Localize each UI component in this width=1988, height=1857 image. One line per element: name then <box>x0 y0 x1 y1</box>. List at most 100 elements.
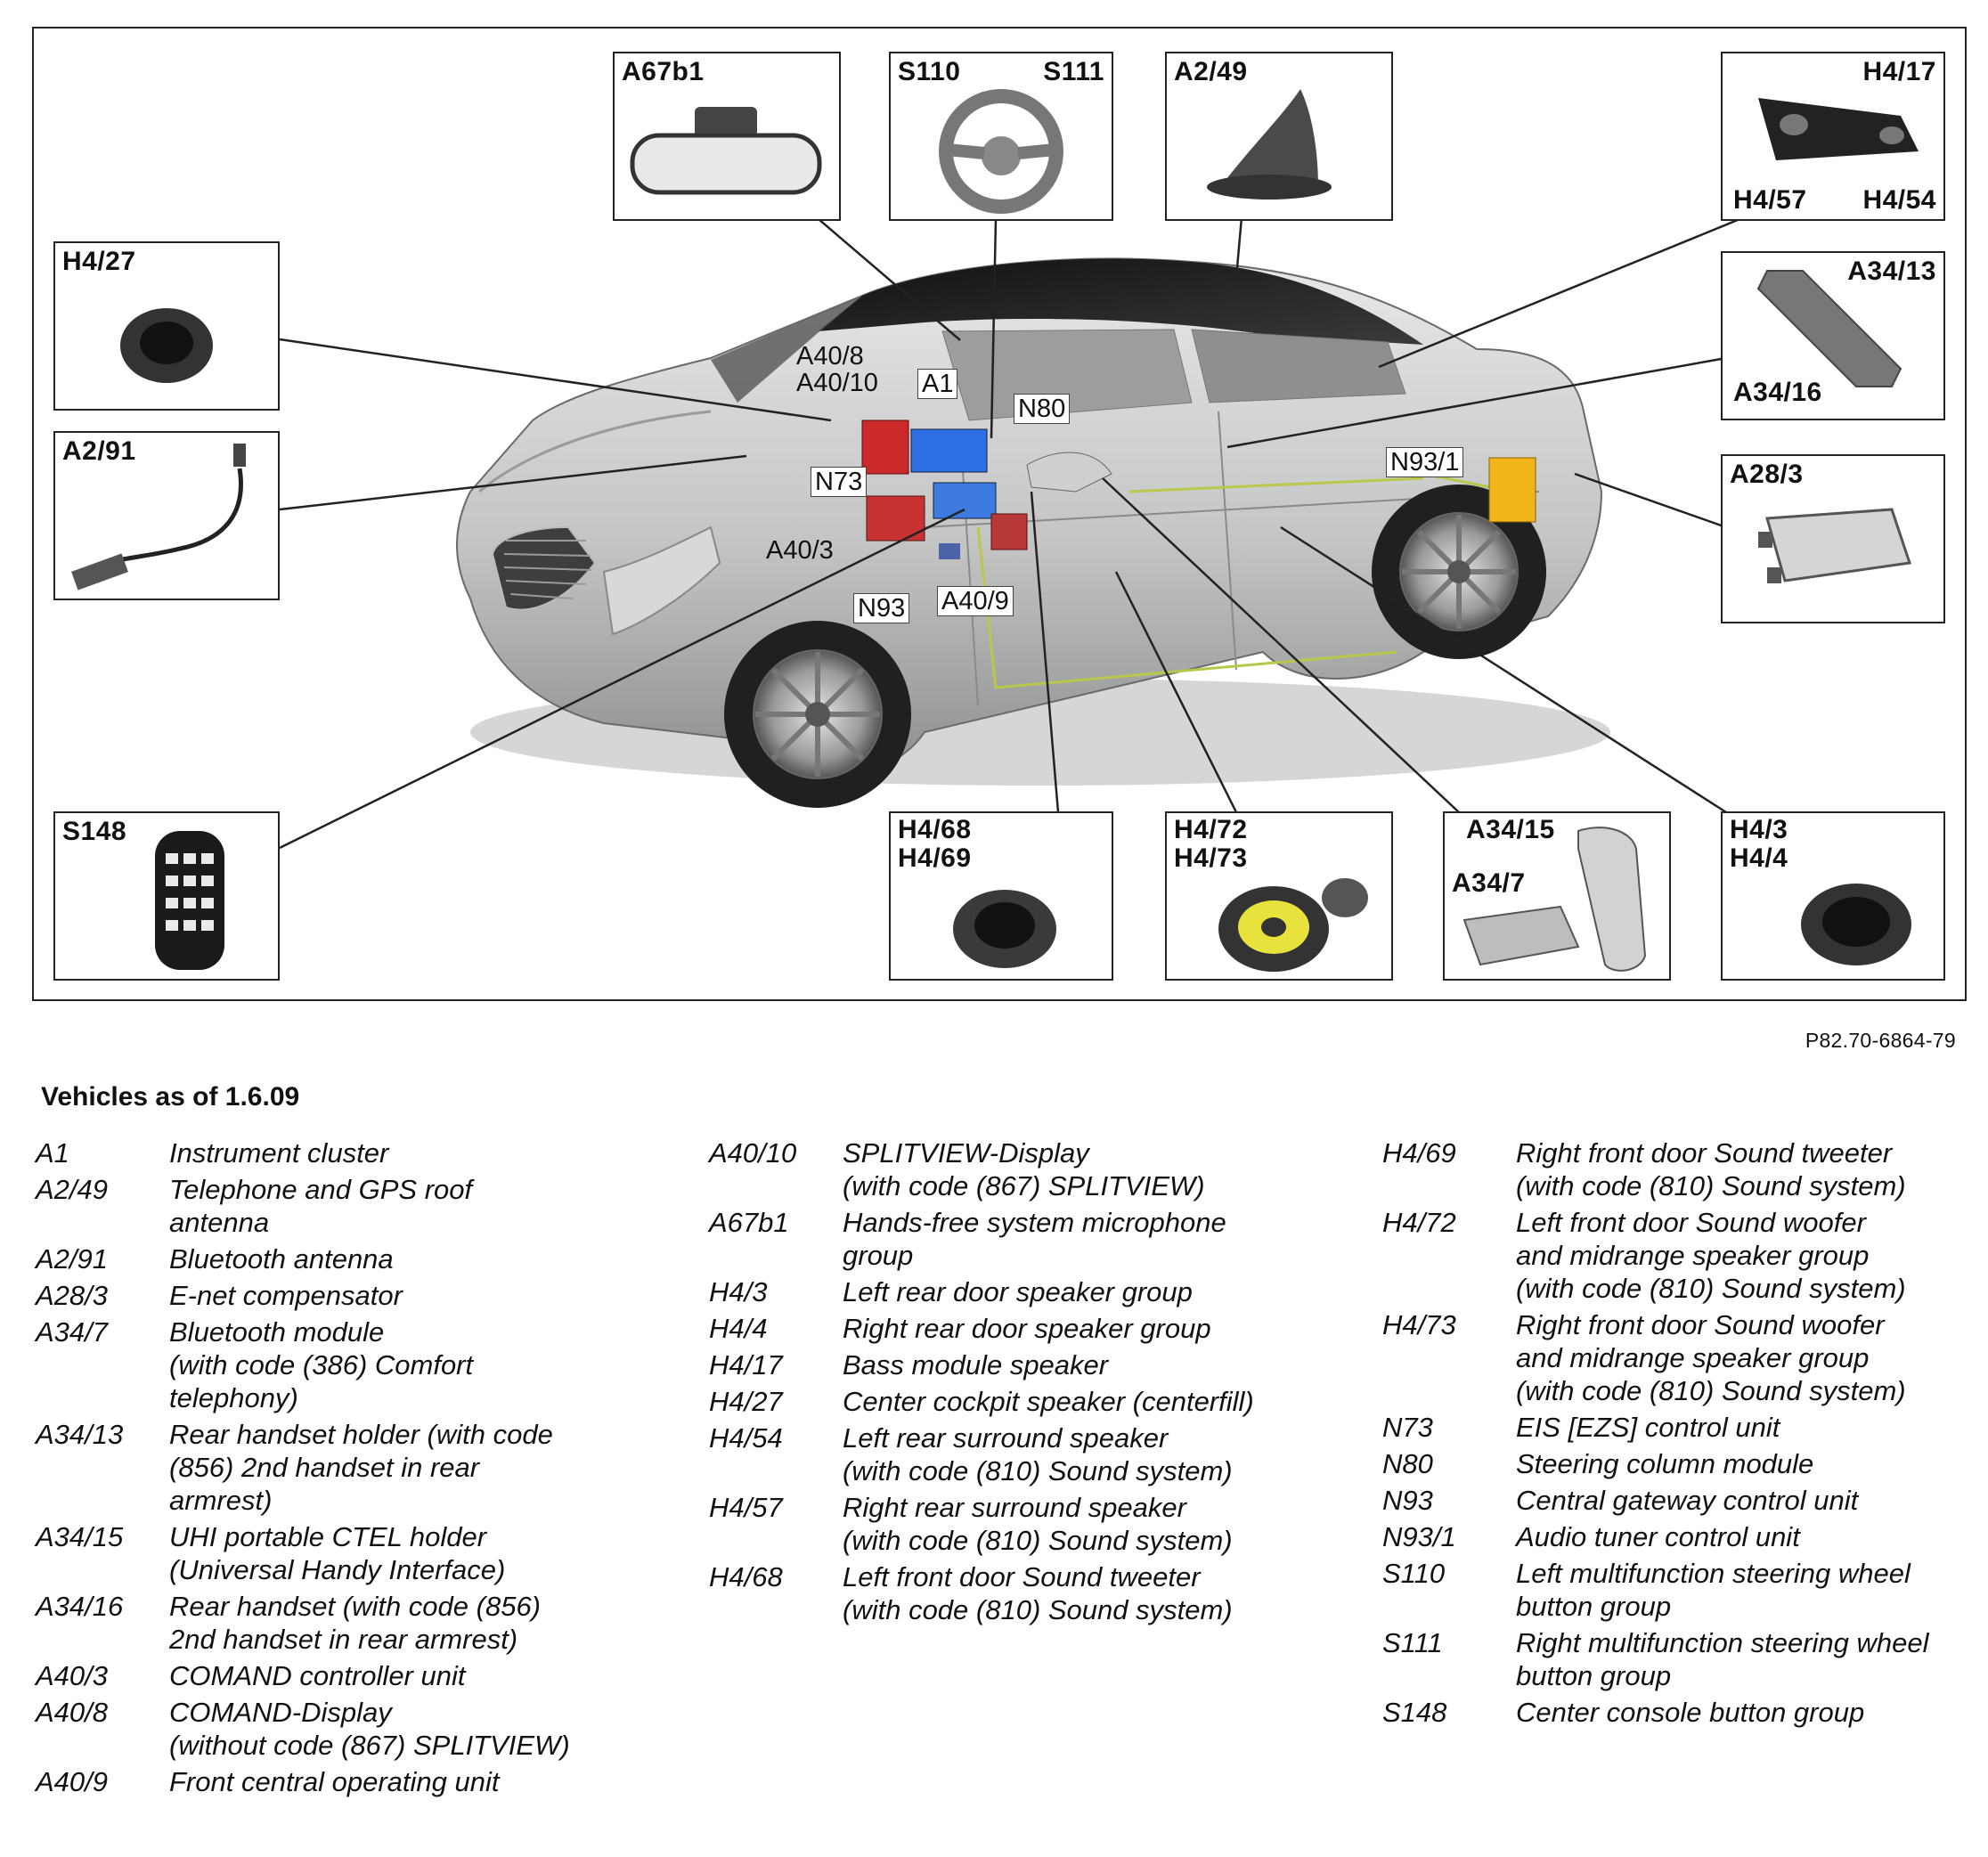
car-label-n93: N93 <box>853 593 910 623</box>
audio-tuner-module <box>1488 457 1536 523</box>
callout-label: H4/27 <box>62 247 136 276</box>
bluetooth-antenna-icon <box>71 444 246 590</box>
callout-label: S110 <box>898 57 961 86</box>
rear-handset-holder-icon <box>1756 270 1902 387</box>
car-illustration <box>279 212 1754 850</box>
front-operating-unit-module <box>990 513 1028 550</box>
steering-wheel-icon <box>939 89 1063 214</box>
callout-h4-27: H4/27 <box>53 241 280 411</box>
callout-s148: S148 <box>53 811 280 981</box>
callout-label: A28/3 <box>1730 460 1804 489</box>
section-heading: Vehicles as of 1.6.09 <box>41 1082 300 1112</box>
car-label-a40-9: A40/9 <box>937 586 1014 616</box>
callout-label: A2/49 <box>1174 57 1248 86</box>
callout-h4-3: H4/3 H4/4 <box>1721 811 1945 981</box>
callout-a34-13: A34/13 A34/16 <box>1721 251 1945 420</box>
callout-s110-s111: S110 S111 <box>889 52 1113 221</box>
callout-a2-91: A2/91 <box>53 431 280 600</box>
enet-compensator-icon <box>1758 508 1911 583</box>
callout-h4-17: H4/17 H4/57 H4/54 <box>1721 52 1945 221</box>
callout-label: H4/4 <box>1730 843 1788 873</box>
callout-label: A34/16 <box>1733 378 1822 407</box>
callout-label: A34/15 <box>1466 815 1555 844</box>
bass-module-speaker-icon <box>1758 98 1919 160</box>
woofer-speaker-icon <box>1218 878 1368 972</box>
car-label-a40-3: A40/3 <box>766 536 834 565</box>
callout-label: A34/13 <box>1847 257 1936 286</box>
callout-a28-3: A28/3 <box>1721 454 1945 623</box>
callout-label: A34/7 <box>1452 868 1526 898</box>
callout-h4-72: H4/72 H4/73 <box>1165 811 1393 981</box>
front-wheel <box>724 621 911 808</box>
gateway-module <box>939 543 960 559</box>
roof-antenna-icon <box>1207 89 1332 200</box>
callout-a67b1: A67b1 <box>613 52 841 221</box>
callout-label: H4/57 <box>1733 185 1807 215</box>
side-mirror <box>1026 452 1112 493</box>
tweeter-speaker-icon <box>953 890 1056 968</box>
callout-label: H4/69 <box>898 843 972 873</box>
callout-label: A67b1 <box>622 57 705 86</box>
callout-label: H4/68 <box>898 815 972 844</box>
side-windows <box>941 329 1193 421</box>
windshield <box>711 296 862 403</box>
car-label-a1: A1 <box>917 369 958 399</box>
callout-a2-49: A2/49 <box>1165 52 1393 221</box>
keypad-button-group-icon <box>155 831 224 970</box>
leader-lines <box>279 212 1754 850</box>
car-label-n73: N73 <box>811 467 868 497</box>
rear-door-speaker-icon <box>1801 884 1911 965</box>
callout-label: H4/17 <box>1862 57 1936 86</box>
rear-window <box>1191 329 1406 403</box>
rear-wheel <box>1372 485 1546 659</box>
callout-a34-15: A34/15 A34/7 <box>1443 811 1671 981</box>
component-location-diagram: A67b1 S110 S111 A2/49 H4/17 H4/57 H4/54 <box>32 27 1967 1001</box>
callout-label: H4/54 <box>1862 185 1936 215</box>
centerfill-speaker-icon <box>120 308 213 383</box>
car-label-n93-1: N93/1 <box>1386 447 1464 477</box>
callout-h4-68: H4/68 H4/69 <box>889 811 1113 981</box>
rearview-mirror-icon <box>630 107 822 195</box>
instrument-cluster-module <box>910 428 988 473</box>
callout-label: A2/91 <box>62 436 136 466</box>
car-label-a40-8: A40/8 <box>796 342 864 371</box>
comand-display-module <box>861 419 909 475</box>
car-label-a40-10: A40/10 <box>796 369 878 397</box>
callout-label: H4/72 <box>1174 815 1248 844</box>
car-label-n80: N80 <box>1014 394 1071 424</box>
callout-label: H4/3 <box>1730 815 1788 844</box>
callout-label: S111 <box>1043 57 1104 86</box>
headlight <box>602 525 721 636</box>
